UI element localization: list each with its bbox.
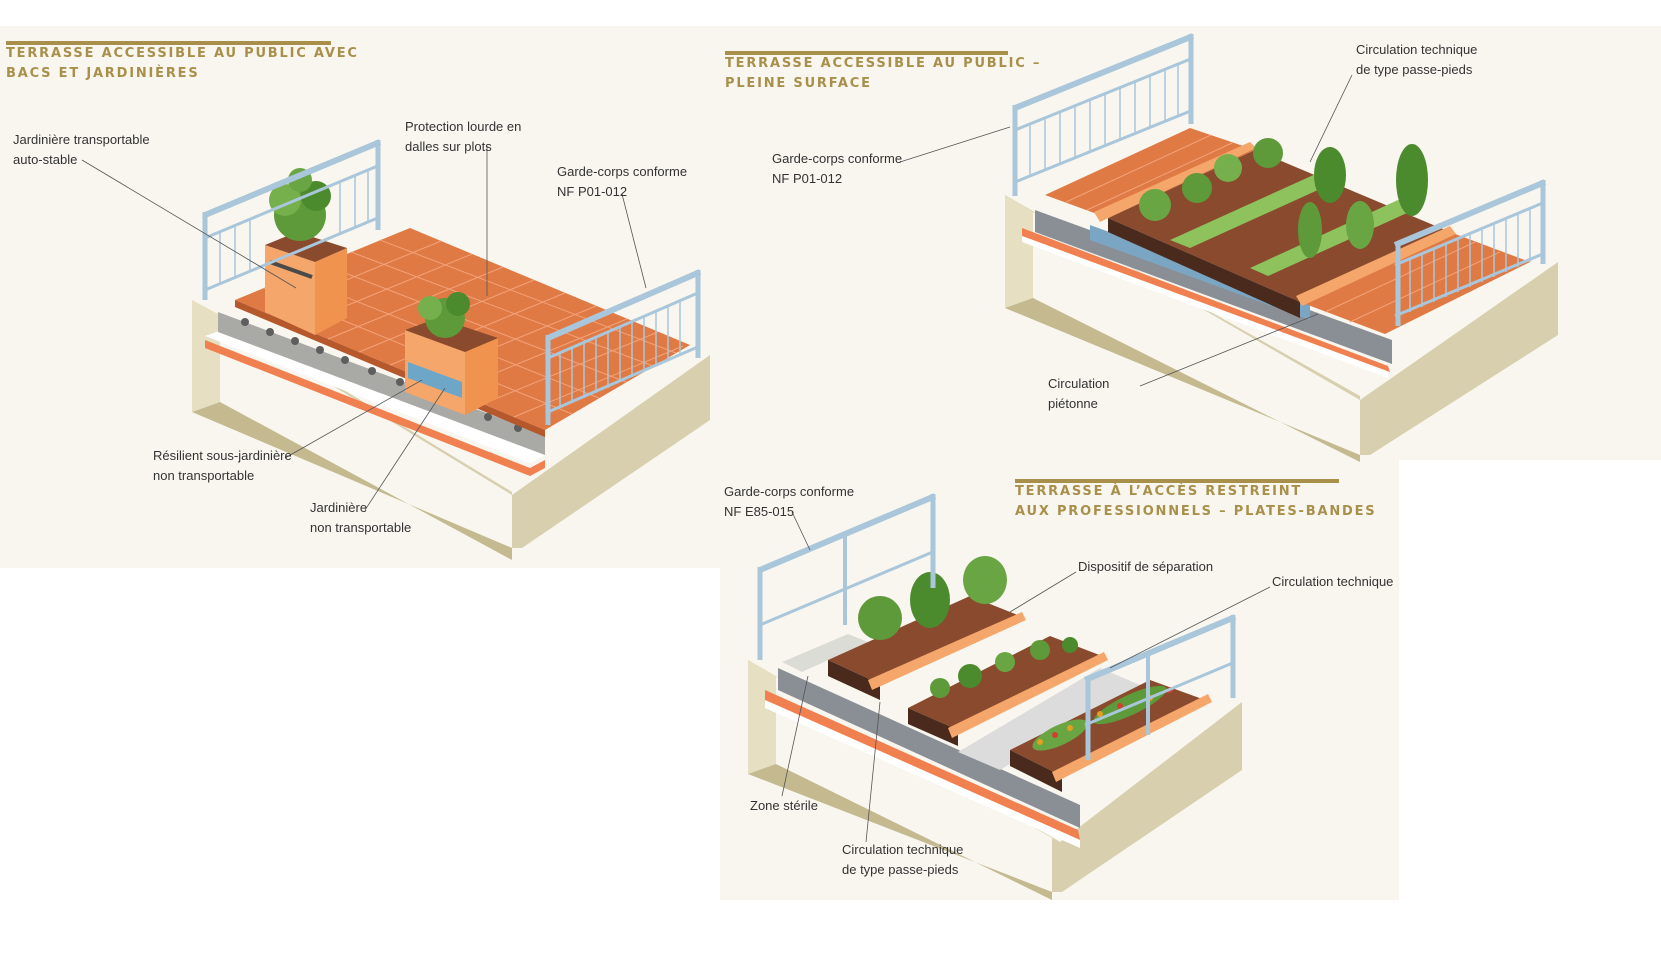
tile-walkway-right — [1300, 232, 1530, 334]
concrete-slab — [192, 300, 710, 548]
label-garde-corps-plates-bandes: Garde-corps conforme NF E85-015 — [724, 484, 855, 519]
title-line-1: TERRASSE ACCESSIBLE AU PUBLIC AVEC — [6, 46, 359, 61]
vegetable-plants — [1139, 138, 1428, 258]
railing-left — [202, 139, 382, 300]
label-dispositif-separation: Dispositif de séparation — [1078, 559, 1214, 574]
leader-lines-bacs — [81, 146, 647, 511]
panel-title-bacs: TERRASSE ACCESSIBLE AU PUBLIC AVEC BACS … — [6, 44, 359, 84]
railing-front — [1393, 179, 1547, 326]
title-line-2: PLEINE SURFACE — [725, 76, 872, 91]
waterproof-membrane — [765, 690, 1080, 840]
railing-right — [545, 269, 702, 425]
title-bar-bacs — [6, 41, 331, 45]
railing-back — [1012, 33, 1195, 196]
insulation-layer — [205, 330, 545, 463]
label-garde-corps-pleine-surface: Garde-corps conforme NF P01-012 — [772, 151, 903, 186]
support-layer — [218, 312, 545, 455]
railing-back — [757, 493, 937, 660]
title-line-1: TERRASSE À L’ACCÈS RESTREINT — [1015, 484, 1303, 499]
waterproof-membrane — [205, 340, 545, 476]
terrace-pleine-surface-illustration — [899, 33, 1558, 462]
title-line-2: BACS ET JARDINIÈRES — [6, 66, 200, 81]
label-garde-corps-bacs: Garde-corps conforme NF P01-012 — [557, 164, 688, 199]
terrace-plates-bandes-illustration — [748, 493, 1271, 900]
concrete-slab — [748, 660, 1242, 892]
label-zone-sterile: Zone stérile — [750, 798, 818, 813]
label-circulation-passe-pieds: Circulation technique de type passe-pied… — [842, 842, 964, 877]
railing-front — [1083, 614, 1237, 760]
label-resilient: Résilient sous-jardinière non transporta… — [153, 448, 292, 483]
fixed-planter — [405, 292, 498, 415]
panel-title-plates-bandes: TERRASSE À L’ACCÈS RESTREINT AUX PROFESS… — [1015, 482, 1376, 522]
leader-lines-plates-bandes — [781, 511, 1271, 843]
terrace-bacs-illustration — [81, 139, 710, 560]
title-line-2: AUX PROFESSIONNELS – PLATES-BANDES — [1015, 504, 1377, 519]
panel-title-pleine-surface: TERRASSE ACCESSIBLE AU PUBLIC – PLEINE S… — [725, 54, 1041, 94]
waterproof-membrane — [1022, 228, 1390, 372]
label-jardiniere-transportable: Jardinière transportable auto-stable — [13, 132, 150, 167]
concrete-slab — [1005, 195, 1558, 455]
paving-path — [958, 668, 1140, 770]
title-line-1: TERRASSE ACCESSIBLE AU PUBLIC – — [725, 56, 1042, 71]
title-bar-plates-bandes — [1015, 479, 1339, 483]
label-protection-lourde: Protection lourde en dalles sur plots — [405, 119, 522, 154]
label-circulation-technique: Circulation technique — [1272, 574, 1394, 589]
gravel-zone — [782, 634, 868, 672]
tile-walkway-left — [1045, 128, 1255, 218]
title-bar-pleine-surface — [725, 51, 1008, 55]
planting-beds — [828, 596, 1212, 792]
bed-plants — [858, 556, 1173, 751]
label-circulation-technique-passe-pieds: Circulation technique de type passe-pied… — [1356, 42, 1478, 77]
label-circulation-pietonne: Circulation piétonne — [1048, 376, 1110, 411]
label-jardiniere-non-transportable: Jardinière non transportable — [310, 500, 412, 535]
leader-lines-pleine-surface — [899, 74, 1353, 387]
drainage-layer — [778, 668, 1080, 828]
transportable-planter — [265, 168, 347, 335]
